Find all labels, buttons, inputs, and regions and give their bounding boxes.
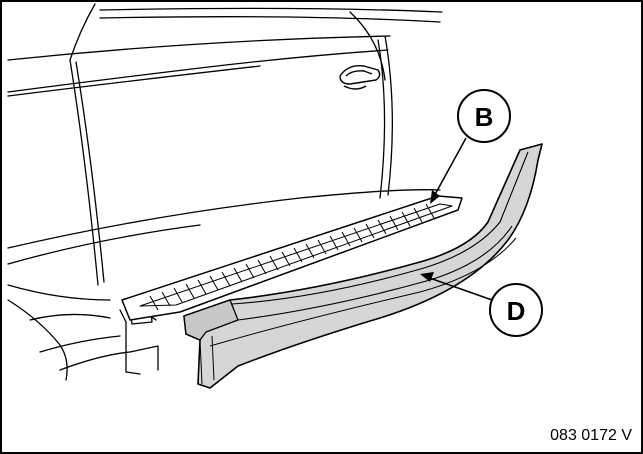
figure-reference: 083 0172 V — [550, 427, 632, 444]
door-handle — [339, 65, 381, 90]
vehicle-body — [7, 3, 443, 381]
callout-d-label: D — [507, 296, 526, 326]
rocker-panel-d — [183, 143, 543, 389]
callout-d: D — [420, 272, 543, 337]
leader-line-b — [431, 137, 467, 201]
arrowhead-b — [430, 190, 440, 204]
callout-b: B — [430, 89, 511, 204]
leader-line-d — [423, 275, 493, 301]
callout-d-circle — [489, 283, 543, 337]
arrowhead-d — [420, 272, 434, 282]
sill-plate-ridges — [149, 203, 435, 311]
callout-b-circle — [457, 89, 511, 143]
callout-b-label: B — [475, 102, 494, 132]
